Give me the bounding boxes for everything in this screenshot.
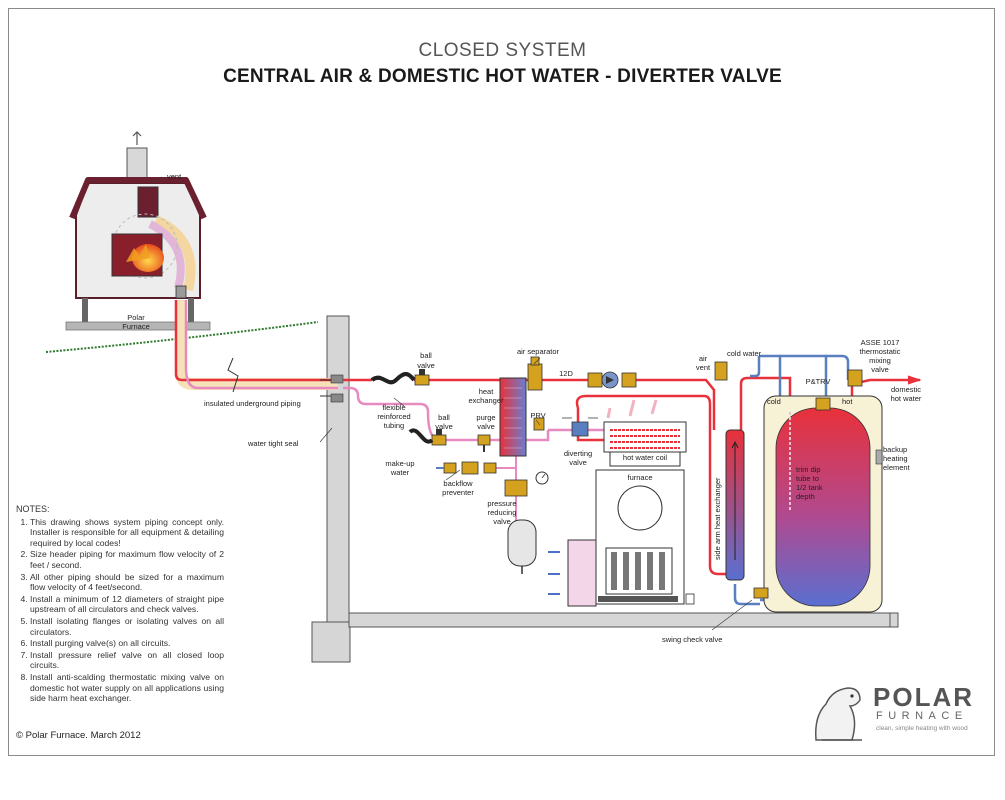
diverting-valve-label-2: valve [569,458,587,467]
water-tight-seal-label: water tight seal [247,439,299,448]
dip-tube-label-3: 1/2 tank [796,483,823,492]
furnace-polar-label: Polar [127,313,145,322]
circulator-pump [587,371,637,389]
drawing-frame [8,8,995,756]
note-item: Install purging valve(s) on all circuits… [30,638,224,649]
heat-exchanger-label-2: exchanger [468,396,504,405]
leader-lines [151,176,753,631]
hot-outlet-label: hot [842,397,853,406]
copyright: © Polar Furnace. March 2012 [16,730,141,741]
air-vent-label-1: air [699,354,708,363]
swing-check-label: swing check valve [662,635,722,644]
side-arm-label: side arm heat exchanger [713,477,722,560]
note-item: Install a minimum of 12 diameters of str… [30,594,224,615]
backup-element-label-2: heating [883,454,908,463]
side-arm-heat-exchanger [725,429,745,581]
diverting-valve [562,417,598,437]
logo-tagline: clean, simple heating with wood [876,725,968,732]
ball-valve-low-label-1: ball [438,413,450,422]
ball-valve-low-label-2: valve [435,422,453,431]
air-separator-label: air separator [517,347,560,356]
hot-water-tank [753,369,883,613]
mixing-valve-label-4: valve [871,365,889,374]
dip-tube-label-4: depth [796,492,815,501]
prv-label: PRV [530,411,545,420]
insulated-piping-label: insulated underground piping [204,399,301,408]
makeup-water-label-1: make-up [385,459,414,468]
furnace-name-label: Furnace [122,322,150,331]
indoor-furnace [548,399,695,607]
backup-element-label-3: element [883,463,911,472]
diagram-title: CENTRAL AIR & DOMESTIC HOT WATER - DIVER… [223,66,782,87]
mixing-valve-label-1: ASSE 1017 [861,338,900,347]
furnace-unit-label: furnace [627,473,652,482]
ball-valve-top-label-1: ball [420,351,432,360]
logo-brand-bottom: FURNACE [876,710,968,722]
heat-exchanger-label-1: heat [479,387,495,396]
pressure-reducing-valve [504,471,549,497]
polar-furnace-logo: POLAR FURNACE clean, simple heating with… [808,676,988,742]
note-item: Size header piping for maximum flow velo… [30,549,224,570]
makeup-valve-assembly [436,461,497,475]
diverting-valve-label-1: diverting [564,449,592,458]
plate-heat-exchanger [499,377,527,457]
expansion-tank [507,519,537,574]
flexible-tubing-top [370,372,416,385]
vent-label: vent [167,172,182,181]
makeup-water-label-2: water [390,468,410,477]
ptrv-label: P&TRV [806,377,831,386]
mixing-valve-label-2: thermostatic [860,347,901,356]
cold-water-label: cold water [727,349,762,358]
polar-bear-icon [814,687,862,741]
air-vent-label-2: vent [696,363,711,372]
dip-tube-label-1: trim dip [796,465,821,474]
flexible-tubing-label-1: flexible [382,403,405,412]
purge-valve-label-1: purge [476,413,495,422]
note-item: Install pressure relief valve on all clo… [30,650,224,671]
ball-valve-top [414,369,430,386]
outdoor-furnace [65,131,211,331]
note-item: All other piping should be sized for a m… [30,572,224,593]
hot-water-coil-label: hot water coil [623,453,668,462]
note-item: Install isolating flanges or isolating v… [30,616,224,637]
purge-valve [477,434,491,452]
backflow-preventer-label-1: backflow [443,479,473,488]
ball-valve-top-label-2: valve [417,361,435,370]
backflow-preventer-label-2: preventer [442,488,474,497]
air-separator [527,356,543,391]
note-item: This drawing shows system piping concept… [30,517,224,549]
flexible-tubing-label-2: reinforced [377,412,410,421]
domestic-hot-water-label-2: hot water [891,394,922,403]
diagram-subtitle: CLOSED SYSTEM [418,40,587,61]
logo-brand-top: POLAR [873,682,974,712]
domestic-hot-water-label-1: domestic [891,385,921,394]
backup-element-label-1: backup [883,445,907,454]
pressure-reducing-label-1: pressure [487,499,516,508]
notes-heading: NOTES: [16,504,50,514]
air-vent [714,361,728,381]
dip-tube-label-2: tube to [796,474,819,483]
pressure-reducing-label-2: reducing [488,508,517,517]
notes-list: This drawing shows system piping concept… [16,517,224,704]
cold-inlet-label: cold [767,397,781,406]
pump-model-label: 12D [559,369,573,378]
flexible-tubing-label-3: tubing [384,421,404,430]
flexible-tubing-low [408,428,434,444]
mixing-valve-label-3: mixing [869,356,891,365]
pressure-reducing-label-3: valve [493,517,511,526]
ground-line [45,321,319,353]
notes-block: NOTES: This drawing shows system piping … [16,504,224,705]
purge-valve-label-2: valve [477,422,495,431]
underground-piping [174,300,344,403]
note-item: Install anti-scalding thermostatic mixin… [30,672,224,704]
ball-valve-low [431,429,447,446]
